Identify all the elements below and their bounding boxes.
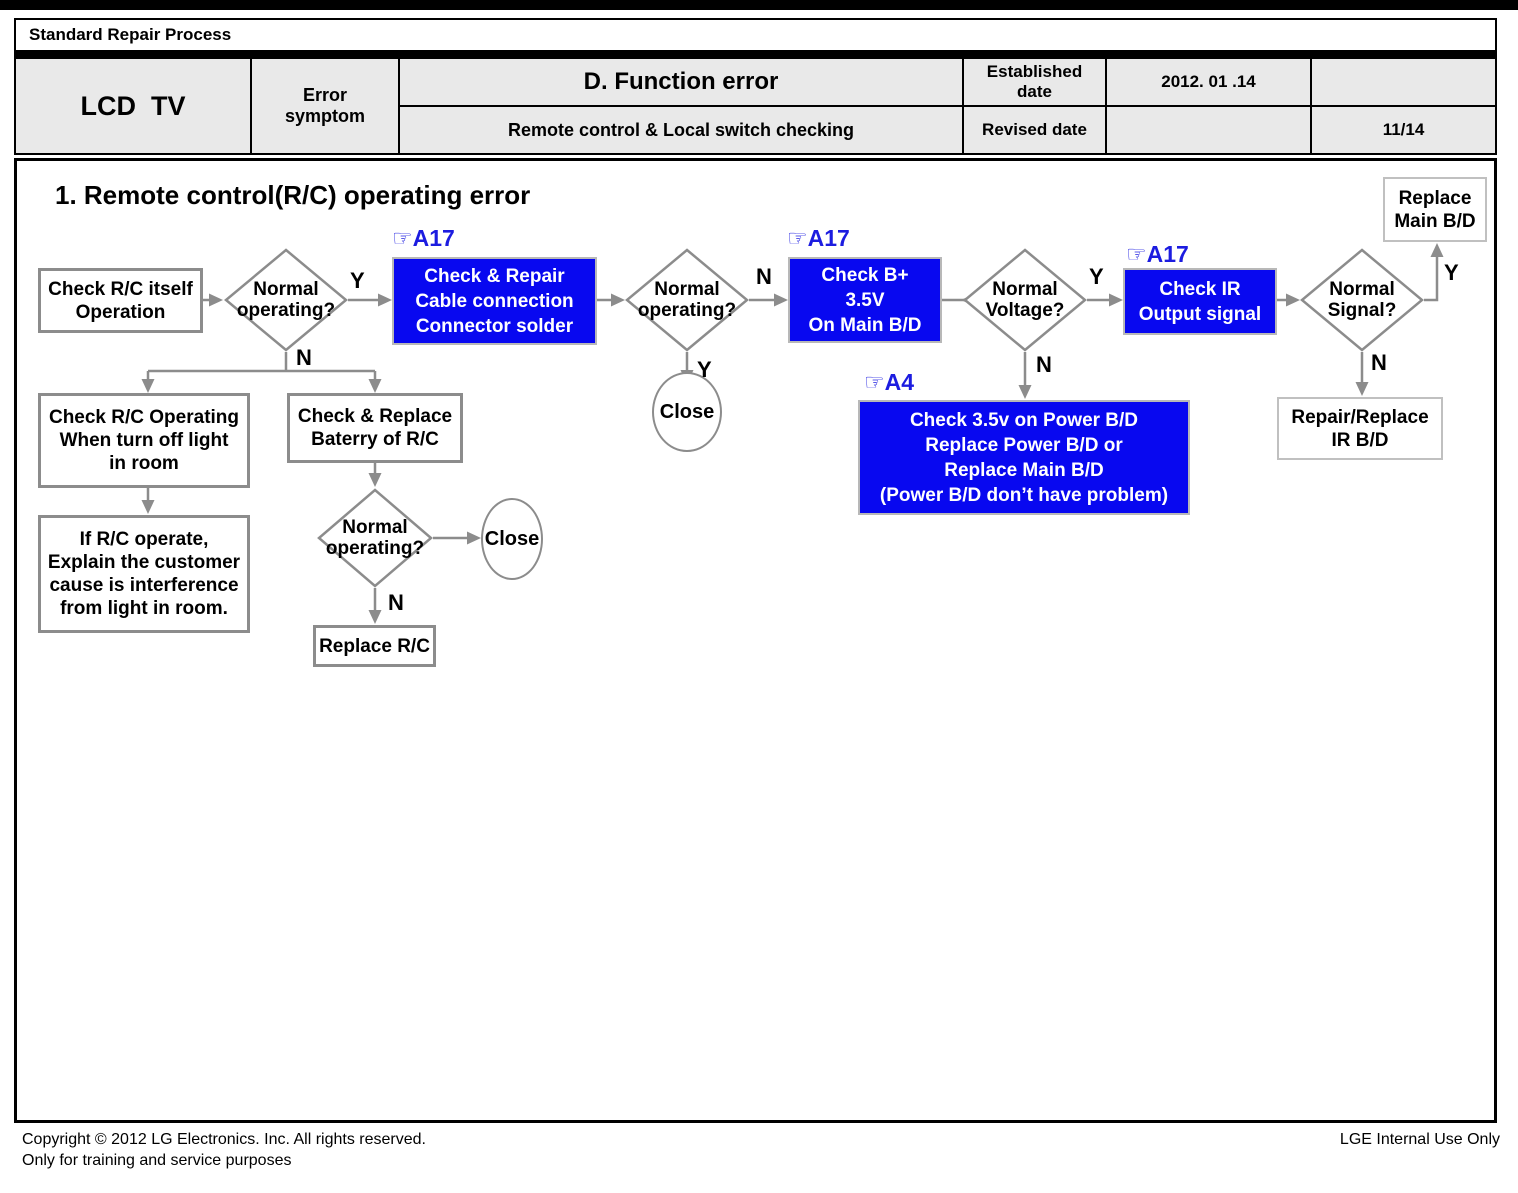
action-check-bplus: Check B+ 3.5V On Main B/D <box>788 257 942 343</box>
subsection-cell: Remote control & Local switch checking <box>400 107 962 153</box>
ref-a17-ir: ☞A17 <box>1126 241 1189 267</box>
edge-label-d2-y: Y <box>697 357 712 382</box>
product-cell: LCD TV <box>16 59 250 153</box>
step-check-rc-itself: Check R/C itself Operation <box>38 268 203 333</box>
edge-label-d4-n: N <box>1371 350 1387 375</box>
step-check-rc-light: Check R/C Operating When turn off light … <box>38 393 250 488</box>
edge-label-d1-n: N <box>296 345 312 370</box>
step-repair-ir-bd: Repair/Replace IR B/D <box>1277 397 1443 460</box>
decision-label: Normal operating? <box>325 517 425 559</box>
decision-label: Normal operating? <box>236 279 336 321</box>
step-check-battery: Check & Replace Baterry of R/C <box>287 393 463 463</box>
section-title: 1. Remote control(R/C) operating error <box>55 180 531 210</box>
action-check-power-bd: Check 3.5v on Power B/D Replace Power B/… <box>858 400 1190 515</box>
blank-cell <box>1312 59 1495 105</box>
document-title: Standard Repair Process <box>14 18 1497 52</box>
ref-a4-power: ☞A4 <box>864 369 915 395</box>
step-explain-customer: If R/C operate, Explain the customer cau… <box>38 515 250 633</box>
edge-label-d2-n: N <box>756 264 772 289</box>
step-replace-main-bd: Replace Main B/D <box>1383 177 1487 242</box>
terminator-close-1: Close <box>652 372 722 452</box>
established-date-value: 2012. 01 .14 <box>1107 59 1310 105</box>
revised-date-label: Revised date <box>964 107 1105 153</box>
terminator-close-2: Close <box>481 498 543 580</box>
revised-date-value <box>1107 107 1310 153</box>
decision-label: Normal Voltage? <box>985 279 1065 321</box>
established-date-label: Established date <box>964 59 1105 105</box>
decision-normal-operating-1: Normal operating? <box>224 248 348 352</box>
edge-label-d4-y: Y <box>1444 260 1459 285</box>
header-table: LCD TV Error symptom D. Function error E… <box>14 57 1497 155</box>
decision-normal-operating-2: Normal operating? <box>625 248 749 352</box>
decision-label: Normal Signal? <box>1327 279 1397 321</box>
footer-training-note: Only for training and service purposes <box>22 1152 292 1169</box>
action-check-repair-cable: Check & Repair Cable connection Connecto… <box>392 257 597 345</box>
page-number-cell: 11/14 <box>1312 107 1495 153</box>
footer-internal-use: LGE Internal Use Only <box>1339 1131 1500 1148</box>
step-replace-rc: Replace R/C <box>313 625 436 667</box>
ref-a17-bplus: ☞A17 <box>787 225 850 251</box>
edge-label-d5-n: N <box>388 590 404 615</box>
edge-label-d1-y: Y <box>350 268 365 293</box>
decision-normal-signal: Normal Signal? <box>1300 248 1424 352</box>
header-divider <box>14 52 1497 57</box>
ref-a17-cable: ☞A17 <box>392 225 455 251</box>
decision-label: Normal operating? <box>637 279 737 321</box>
error-symptom-cell: Error symptom <box>252 59 398 153</box>
footer-copyright: Copyright © 2012 LG Electronics. Inc. Al… <box>22 1131 426 1148</box>
decision-normal-voltage: Normal Voltage? <box>963 248 1087 352</box>
section-cell: D. Function error <box>400 59 962 105</box>
top-black-bar <box>0 0 1518 10</box>
decision-normal-operating-3: Normal operating? <box>317 488 433 588</box>
action-check-ir: Check IR Output signal <box>1123 268 1277 335</box>
edge-label-d3-n: N <box>1036 352 1052 377</box>
edge-label-d3-y: Y <box>1089 264 1104 289</box>
